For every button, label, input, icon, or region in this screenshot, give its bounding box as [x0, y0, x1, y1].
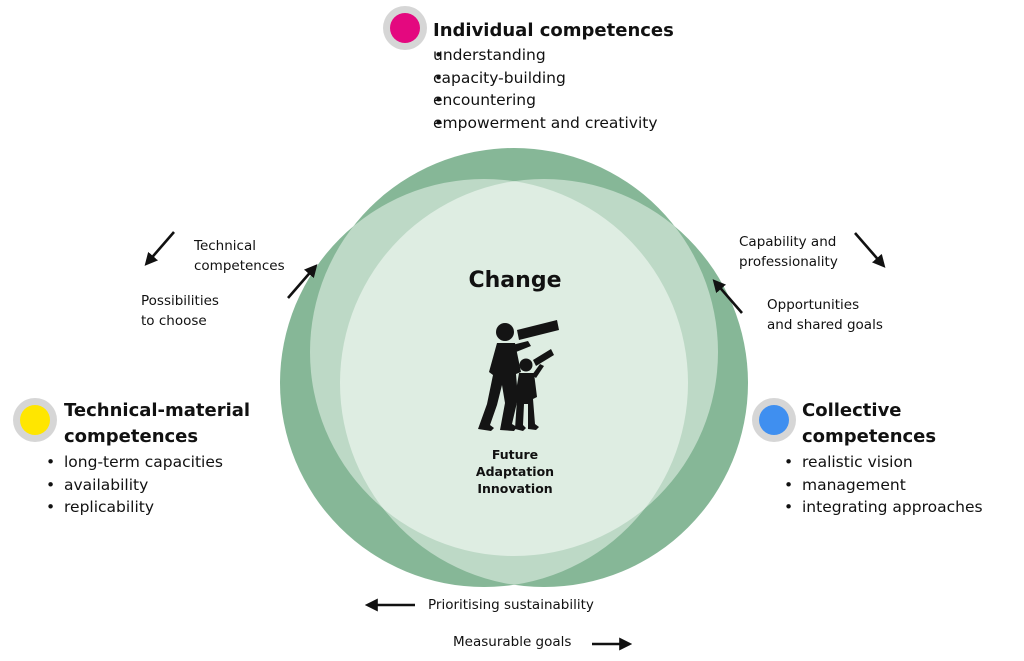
individual-title: Individual competences	[433, 20, 674, 41]
collective-badge	[752, 398, 796, 442]
label-line: and shared goals	[767, 316, 883, 333]
venn-overlaps	[310, 179, 718, 587]
label-prioritising: Prioritising sustainability	[428, 597, 594, 613]
list-item: realistic vision	[783, 451, 983, 474]
arrow-opportunities	[712, 279, 743, 314]
collective-competences: Collective competences	[802, 398, 936, 450]
collective-list: realistic vision management integrating …	[783, 451, 983, 519]
telescope-figures-icon	[478, 320, 559, 431]
overlap-center	[340, 179, 688, 556]
center-word-future: Future	[491, 447, 539, 462]
technical-badge	[13, 398, 57, 442]
technical-title-line2: competences	[64, 426, 199, 447]
individual-badge	[383, 6, 427, 50]
collective-title-line2: competences	[802, 426, 937, 447]
label-technical-competences: Technical competences	[194, 237, 285, 276]
label-line: Opportunities	[767, 297, 860, 313]
list-item: replicability	[45, 496, 223, 519]
label-line: competences	[194, 257, 285, 274]
label-capability: Capability and professionality	[739, 233, 838, 272]
individual-list: understanding capacity-building encounte…	[433, 44, 674, 134]
list-item: understanding	[433, 44, 674, 67]
arrow-capability	[854, 232, 886, 268]
list-item: capacity-building	[433, 67, 674, 90]
label-possibilities: Possibilities to choose	[141, 292, 219, 331]
collective-title-line1: Collective	[802, 400, 902, 421]
individual-competences: Individual competences understanding cap…	[433, 18, 674, 134]
arrow-technical-competences	[144, 231, 175, 266]
change-title: Change	[468, 268, 562, 293]
label-measurable: Measurable goals	[453, 634, 572, 650]
list-item: integrating approaches	[783, 496, 983, 519]
individual-color-dot	[390, 13, 420, 43]
label-line: Technical	[194, 238, 256, 254]
list-item: management	[783, 474, 983, 497]
center-word-innovation: Innovation	[477, 481, 553, 496]
technical-competences: Technical-material competences	[64, 398, 250, 450]
list-item: long-term capacities	[45, 451, 223, 474]
technical-title-line1: Technical-material	[64, 400, 251, 421]
label-opportunities: Opportunities and shared goals	[767, 296, 883, 335]
technical-list: long-term capacities availability replic…	[45, 451, 223, 519]
collective-list-block: realistic vision management integrating …	[783, 451, 983, 519]
technical-list-block: long-term capacities availability replic…	[45, 451, 223, 519]
center-words: Future Adaptation Innovation	[425, 446, 605, 497]
label-line: professionality	[739, 253, 838, 270]
list-item: empowerment and creativity	[433, 112, 674, 135]
list-item: encountering	[433, 89, 674, 112]
collective-color-dot	[759, 405, 789, 435]
center-word-adaptation: Adaptation	[475, 464, 555, 479]
technical-color-dot	[20, 405, 50, 435]
label-line: Capability and	[739, 234, 837, 250]
label-line: Possibilities	[141, 293, 219, 309]
arrows	[144, 231, 886, 651]
label-line: to choose	[141, 312, 207, 329]
list-item: availability	[45, 474, 223, 497]
arrow-possibilities	[287, 264, 318, 299]
